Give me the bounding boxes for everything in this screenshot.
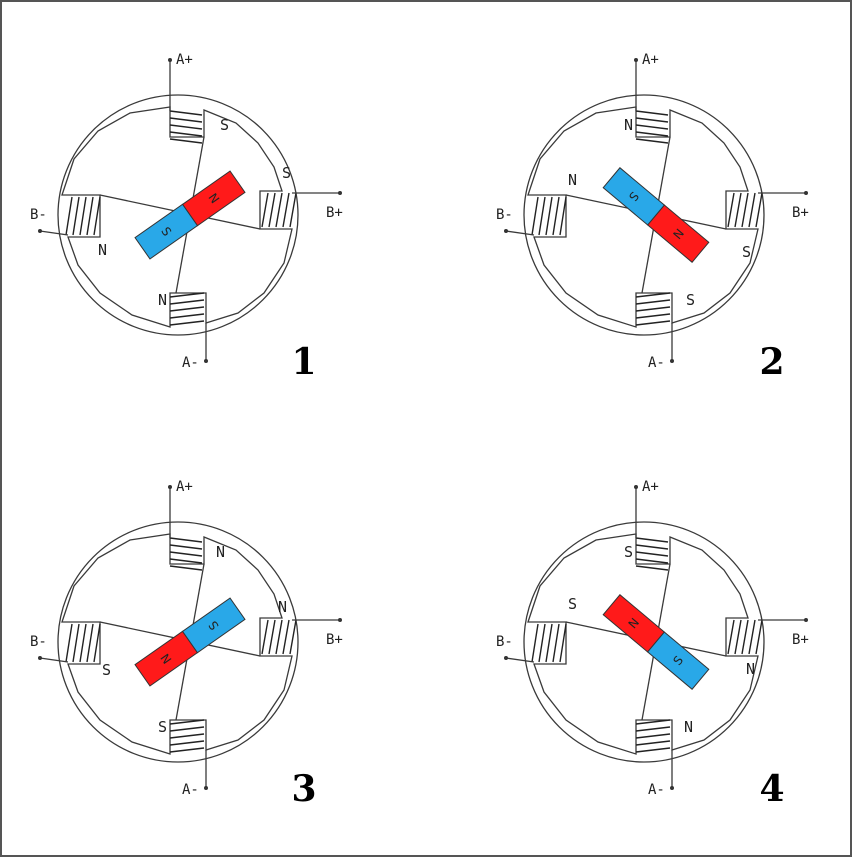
- magnet-south-half: [602, 167, 666, 226]
- terminal-b-plus: B+: [792, 205, 809, 221]
- terminal-dot: [38, 229, 42, 233]
- magnet-south-half: [134, 203, 199, 260]
- terminal-b-plus: B+: [326, 205, 343, 221]
- pole-label-top: N: [624, 116, 633, 134]
- terminal-dot: [338, 618, 342, 622]
- pole-label-top: S: [624, 543, 633, 561]
- terminal-dot: [504, 656, 508, 660]
- coils: [531, 537, 763, 753]
- terminal-a-plus: A+: [176, 479, 193, 495]
- terminal-a-plus: A+: [176, 52, 193, 68]
- magnet-south-half: [646, 631, 710, 690]
- pole-label-left: N: [568, 171, 577, 189]
- terminal-dot: [670, 786, 674, 790]
- rotor-magnet: NS: [134, 597, 246, 687]
- terminal-dot: [670, 359, 674, 363]
- terminal-b-plus: B+: [326, 632, 343, 648]
- pole-label-right: N: [746, 660, 755, 678]
- terminal-b-minus: B-: [30, 634, 47, 650]
- pole-label-bottom: N: [684, 718, 693, 736]
- terminal-dot: [804, 191, 808, 195]
- terminal-a-minus: A-: [648, 782, 665, 798]
- terminal-dot: [168, 485, 172, 489]
- terminal-dot: [168, 58, 172, 62]
- terminal-dot: [634, 485, 638, 489]
- pole-label-right: S: [742, 243, 751, 261]
- pole-label-right: N: [278, 598, 287, 616]
- step-number: 1: [291, 341, 316, 383]
- terminal-b-plus: B+: [792, 632, 809, 648]
- coils: [65, 110, 297, 326]
- pole-label-left: S: [568, 595, 577, 613]
- pole-label-bottom: N: [158, 291, 167, 309]
- pole-label-left: S: [102, 661, 111, 679]
- rotor-magnet: NS: [602, 594, 710, 690]
- pole-label-bottom: S: [686, 291, 695, 309]
- diagram-step-1: A+ A- B+ B- NS S S N N 1: [30, 52, 343, 383]
- pole-label-top: S: [220, 116, 229, 134]
- stator-outer-ring: [57, 94, 299, 336]
- stator-outer-ring: [523, 521, 765, 763]
- coils: [65, 537, 297, 753]
- terminal-dot: [204, 786, 208, 790]
- pole-label-right: S: [282, 164, 291, 182]
- terminal-b-minus: B-: [496, 207, 513, 223]
- terminal-a-minus: A-: [648, 355, 665, 371]
- stator-outer-ring: [523, 94, 765, 336]
- terminal-dot: [804, 618, 808, 622]
- magnet-south-half: [181, 597, 246, 654]
- terminal-dot: [338, 191, 342, 195]
- terminal-a-minus: A-: [182, 782, 199, 798]
- step-number: 2: [759, 341, 784, 383]
- pole-label-left: N: [98, 241, 107, 259]
- terminal-b-minus: B-: [496, 634, 513, 650]
- terminal-a-plus: A+: [642, 52, 659, 68]
- stator-outer-ring: [57, 521, 299, 763]
- step-number: 4: [759, 768, 784, 810]
- terminal-a-minus: A-: [182, 355, 199, 371]
- terminal-dot: [504, 229, 508, 233]
- terminal-dot: [38, 656, 42, 660]
- rotor-magnet: NS: [602, 167, 710, 263]
- terminal-dot: [634, 58, 638, 62]
- pole-label-top: N: [216, 543, 225, 561]
- step-number: 3: [291, 768, 316, 810]
- coils: [531, 110, 763, 326]
- terminal-b-minus: B-: [30, 207, 47, 223]
- terminal-dot: [204, 359, 208, 363]
- pole-label-bottom: S: [158, 718, 167, 736]
- terminal-a-plus: A+: [642, 479, 659, 495]
- rotor-magnet: NS: [134, 170, 246, 260]
